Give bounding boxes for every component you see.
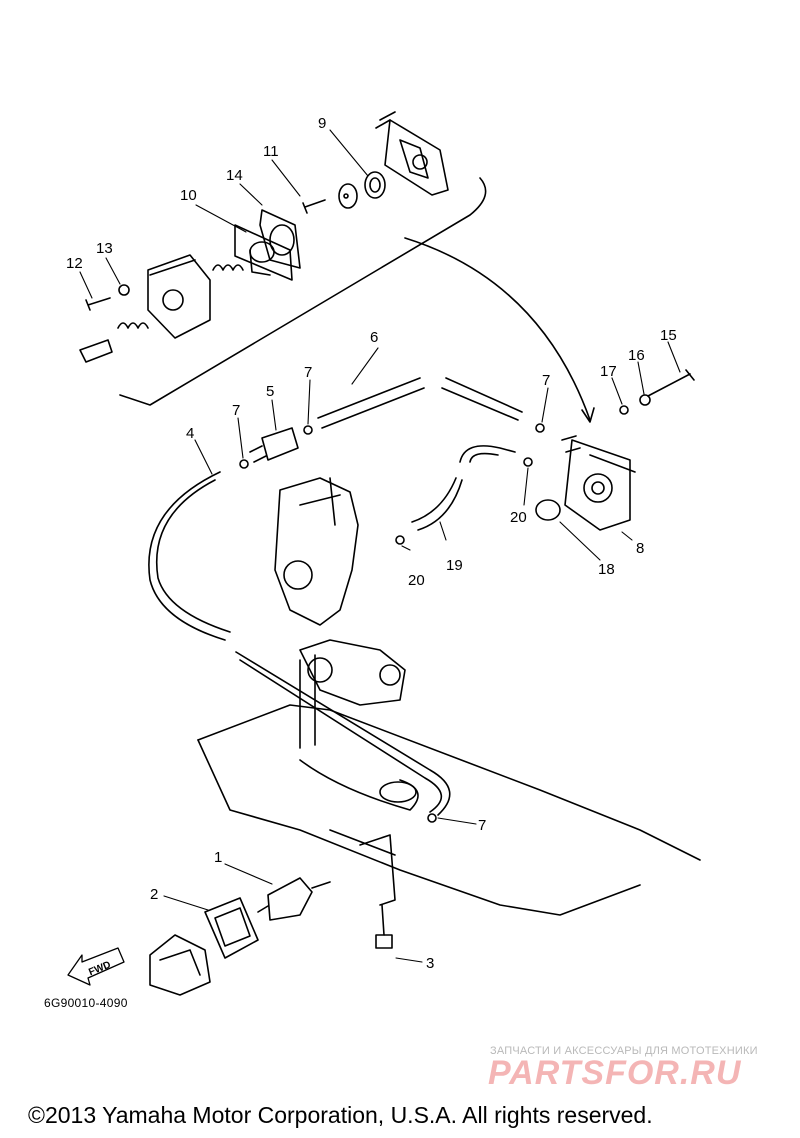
- callout-2: 2: [150, 886, 158, 903]
- pump-base: [147, 254, 211, 339]
- callout-3: 3: [426, 955, 434, 972]
- carburetor: [274, 477, 359, 626]
- copyright-notice: ©2013 Yamaha Motor Corporation, U.S.A. A…: [28, 1102, 653, 1128]
- hose-bend: [459, 445, 516, 463]
- fwd-arrow-icon: [67, 947, 125, 986]
- callout-4: 4: [186, 425, 194, 442]
- detail-pointer-arrow: [404, 237, 591, 421]
- hose-4: [148, 471, 231, 641]
- callout-12: 12: [66, 255, 83, 272]
- callout-7-top-right: 7: [542, 372, 550, 389]
- gasket-14: [259, 209, 301, 269]
- fuel-filter-5: [249, 427, 299, 463]
- gasket-2: [204, 897, 259, 959]
- screw-12: [85, 297, 111, 311]
- washer-13: [118, 284, 130, 296]
- o-ring-18: [535, 499, 561, 521]
- callout-20-left: 20: [408, 572, 425, 589]
- clip-7-d: [427, 813, 437, 823]
- callout-18: 18: [598, 561, 615, 578]
- callout-13: 13: [96, 240, 113, 257]
- clip-20-a: [395, 535, 405, 545]
- washer-17: [619, 405, 629, 415]
- diagram-code: 6G90010-4090: [44, 996, 128, 1010]
- callout-11: 11: [263, 143, 279, 160]
- pump-body-10: [234, 224, 293, 281]
- connector-housing: [149, 934, 211, 996]
- watermark-tagline: ЗАПЧАСТИ И АКСЕССУАРЫ ДЛЯ МОТОТЕХНИКИ: [490, 1045, 758, 1057]
- bracket: [299, 639, 406, 749]
- callout-8: 8: [636, 540, 644, 557]
- callout-7-upper: 7: [304, 364, 312, 381]
- hose-lower: [235, 651, 451, 816]
- callout-20-right: 20: [510, 509, 527, 526]
- valve-disc: [338, 183, 358, 209]
- callout-15: 15: [660, 327, 677, 344]
- callout-5: 5: [266, 383, 274, 400]
- hose-19: [411, 477, 463, 531]
- screw-3: [375, 904, 393, 949]
- callout-10: 10: [180, 187, 197, 204]
- bolt-15: [647, 369, 695, 397]
- clip-20-b: [523, 457, 533, 467]
- callout-17: 17: [600, 363, 617, 380]
- check-valve: [79, 339, 113, 363]
- watermark-logo: PARTSFOR.RU: [488, 1054, 742, 1092]
- clip-7-b: [239, 459, 249, 469]
- spring-set: [117, 264, 244, 329]
- fuel-joint-1: [257, 877, 331, 921]
- fuel-pump-8: [561, 435, 636, 531]
- callout-14: 14: [226, 167, 243, 184]
- callout-7-left: 7: [232, 402, 240, 419]
- detail-frame: [119, 177, 487, 406]
- callout-19: 19: [446, 557, 463, 574]
- callout-1: 1: [214, 849, 222, 866]
- screw-11: [302, 199, 326, 214]
- clip-7-a: [303, 425, 313, 435]
- hose-6: [317, 377, 425, 429]
- callout-16: 16: [628, 347, 645, 364]
- washer-16: [639, 394, 651, 406]
- clip-7-c: [535, 423, 545, 433]
- diaphragm-ring: [364, 171, 386, 199]
- lower-case: [197, 704, 701, 916]
- pump-cover-9: [375, 111, 449, 196]
- callout-6: 6: [370, 329, 378, 346]
- callout-7-lower: 7: [478, 817, 486, 834]
- callout-9: 9: [318, 115, 326, 132]
- fwd-label: FWD: [87, 960, 112, 979]
